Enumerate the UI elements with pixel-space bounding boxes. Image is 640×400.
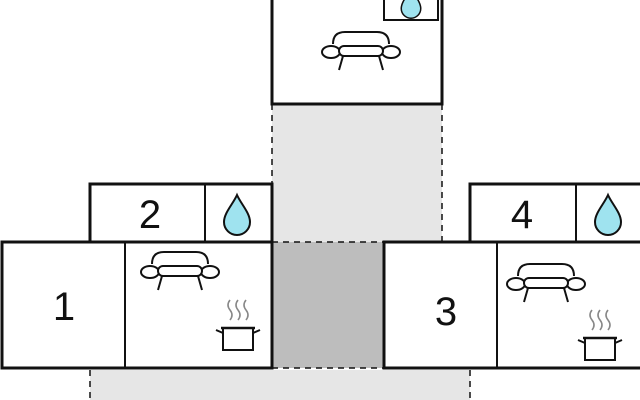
room-3-label: 3 [435,290,457,334]
room-2-label: 2 [139,193,161,237]
outdoor-patio [90,370,470,400]
room-4-label: 4 [511,193,533,237]
covered-terrace [272,242,384,368]
room-1-label: 1 [53,285,75,329]
bathroom-water-drop-icon [400,0,422,19]
outdoor-walkway [272,104,442,242]
